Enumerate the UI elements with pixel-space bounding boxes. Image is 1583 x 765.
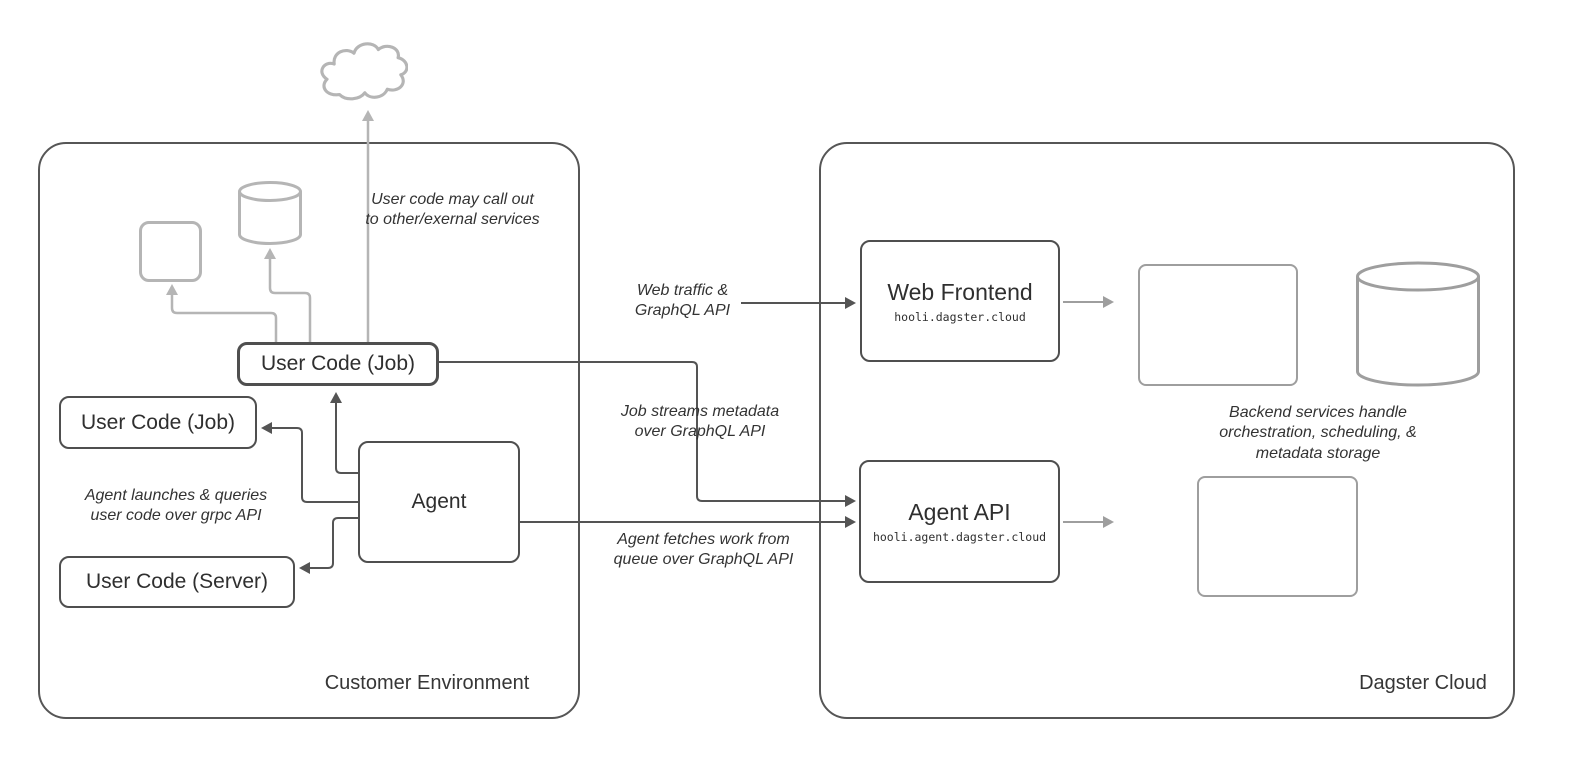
external-cloud-icon bbox=[320, 42, 408, 101]
note-line: metadata storage bbox=[1255, 444, 1381, 462]
note-line: orchestration, scheduling, & bbox=[1219, 424, 1417, 442]
note-web-traffic: Web traffic & GraphQL API bbox=[600, 281, 765, 322]
node-web-frontend: Web Frontend hooli.dagster.cloud bbox=[860, 240, 1060, 362]
backend-service-box-2 bbox=[1197, 476, 1358, 597]
node-subtitle-url: hooli.agent.dagster.cloud bbox=[872, 530, 1047, 544]
node-label: User Code (Job) bbox=[80, 410, 236, 434]
node-user-code-job-left: User Code (Job) bbox=[59, 396, 257, 449]
note-line: Job streams metadata bbox=[620, 403, 780, 420]
node-agent: Agent bbox=[358, 441, 520, 563]
note-line: Agent launches & queries bbox=[84, 487, 268, 504]
note-line: queue over GraphQL API bbox=[613, 551, 794, 569]
note-line: Web traffic & bbox=[636, 282, 729, 299]
node-user-code-server: User Code (Server) bbox=[59, 556, 295, 608]
customer-environment-label: Customer Environment bbox=[324, 672, 530, 694]
external-service-box-icon bbox=[139, 221, 202, 282]
node-label: User Code (Job) bbox=[260, 352, 416, 375]
backend-database-icon bbox=[1356, 261, 1480, 387]
node-label: Web Frontend bbox=[887, 278, 1033, 305]
node-agent-api: Agent API hooli.agent.dagster.cloud bbox=[859, 460, 1060, 583]
note-external-services: User code may call out to other/exernal … bbox=[360, 190, 545, 231]
note-agent-fetches: Agent fetches work from queue over Graph… bbox=[596, 530, 811, 571]
node-user-code-job-top: User Code (Job) bbox=[237, 342, 439, 386]
note-grpc-api: Agent launches & queries user code over … bbox=[70, 486, 282, 527]
note-line: over GraphQL API bbox=[634, 423, 766, 441]
note-line: User code may call out bbox=[371, 191, 534, 208]
note-line: Agent fetches work from bbox=[617, 531, 790, 548]
note-line: Backend services handle bbox=[1229, 404, 1407, 421]
node-subtitle-url: hooli.dagster.cloud bbox=[894, 309, 1026, 324]
node-label: User Code (Server) bbox=[85, 570, 269, 593]
note-line: GraphQL API bbox=[634, 302, 731, 320]
note-line: to other/exernal services bbox=[365, 211, 540, 229]
node-label: Agent bbox=[411, 490, 467, 513]
dagster-cloud-label: Dagster Cloud bbox=[1359, 672, 1487, 694]
note-job-streams: Job streams metadata over GraphQL API bbox=[605, 402, 795, 443]
backend-service-box-1 bbox=[1138, 264, 1298, 386]
node-label: Agent API bbox=[908, 499, 1011, 525]
note-line: user code over grpc API bbox=[90, 507, 262, 525]
note-backend-services: Backend services handle orchestration, s… bbox=[1198, 403, 1438, 464]
external-database-icon bbox=[238, 181, 302, 245]
